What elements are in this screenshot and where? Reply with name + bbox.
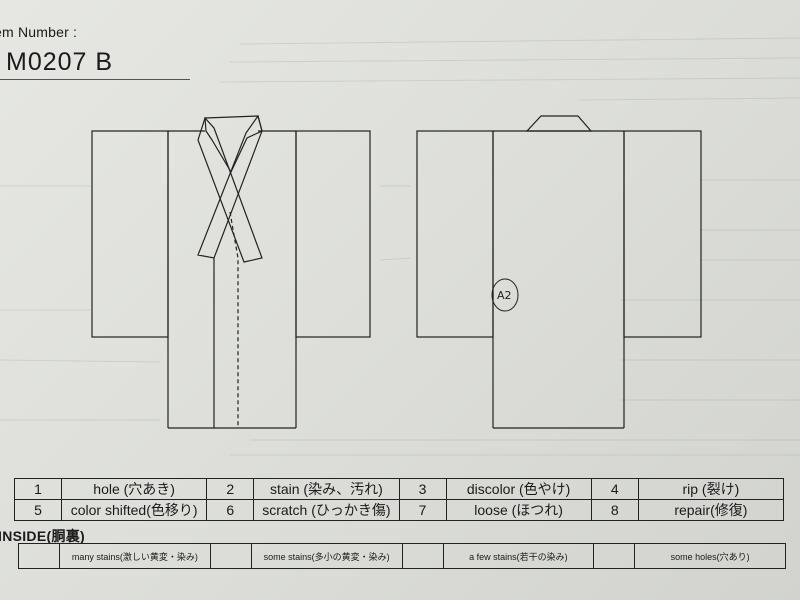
legend-label: repair(修復): [637, 499, 785, 521]
front-left-sleeve: [91, 130, 169, 338]
front-right-sleeve: [295, 130, 371, 338]
damage-marker-circle: [491, 278, 519, 312]
back-left-sleeve: [416, 130, 494, 338]
inside-checkbox[interactable]: [401, 543, 444, 569]
inside-checkbox[interactable]: [593, 543, 636, 569]
item-number-underline: [0, 79, 190, 80]
legend-label: scratch (ひっかき傷): [253, 499, 400, 521]
inside-option-label: some stains(多小の黄変・染み): [250, 543, 403, 569]
legend-label: loose (ほつれ): [445, 499, 592, 521]
legend-number: 1: [14, 478, 62, 500]
inside-lining-table: many stains(激しい黄変・染み) some stains(多小の黄変・…: [18, 543, 786, 569]
legend-number: 7: [398, 499, 447, 521]
back-right-sleeve: [623, 130, 702, 338]
inside-checkbox[interactable]: [209, 543, 252, 569]
legend-row: 5 color shifted(色移り) 6 scratch (ひっかき傷) 7…: [14, 499, 785, 521]
inside-option-label: some holes(穴あり): [634, 543, 786, 569]
front-collar-left: [197, 116, 263, 263]
back-collar: [525, 115, 593, 132]
legend-number: 8: [590, 499, 639, 521]
legend-label: hole (穴あき): [60, 478, 208, 500]
inside-checkbox[interactable]: [18, 543, 60, 569]
kimono-back-diagram: [416, 115, 702, 429]
front-inner-dashed-line: [229, 211, 239, 428]
legend-row: 1 hole (穴あき) 2 stain (染み、汚れ) 3 discolor …: [14, 478, 785, 500]
legend-label: color shifted(色移り): [60, 499, 208, 521]
inside-option-label: many stains(激しい黄変・染み): [59, 543, 211, 569]
legend-number: 4: [590, 478, 639, 500]
legend-label: stain (染み、汚れ): [253, 478, 400, 500]
damage-marker-text: A2: [497, 289, 512, 302]
item-number-value: M0207 B: [6, 48, 114, 76]
legend-label: rip (裂け): [637, 478, 785, 500]
damage-legend-table: 1 hole (穴あき) 2 stain (染み、汚れ) 3 discolor …: [14, 478, 785, 521]
front-collar-right: [197, 114, 263, 259]
inside-section-title: INSIDE(胴裏): [0, 528, 85, 544]
item-number-label: em Number :: [0, 24, 78, 40]
legend-label: discolor (色やけ): [445, 478, 592, 500]
kimono-front-diagram: [91, 114, 371, 429]
legend-number: 2: [206, 478, 255, 500]
legend-number: 5: [14, 499, 62, 521]
legend-number: 6: [206, 499, 255, 521]
inside-option-label: a few stains(若干の染み): [442, 543, 595, 569]
legend-number: 3: [398, 478, 447, 500]
inside-row: many stains(激しい黄変・染み) some stains(多小の黄変・…: [18, 543, 786, 569]
